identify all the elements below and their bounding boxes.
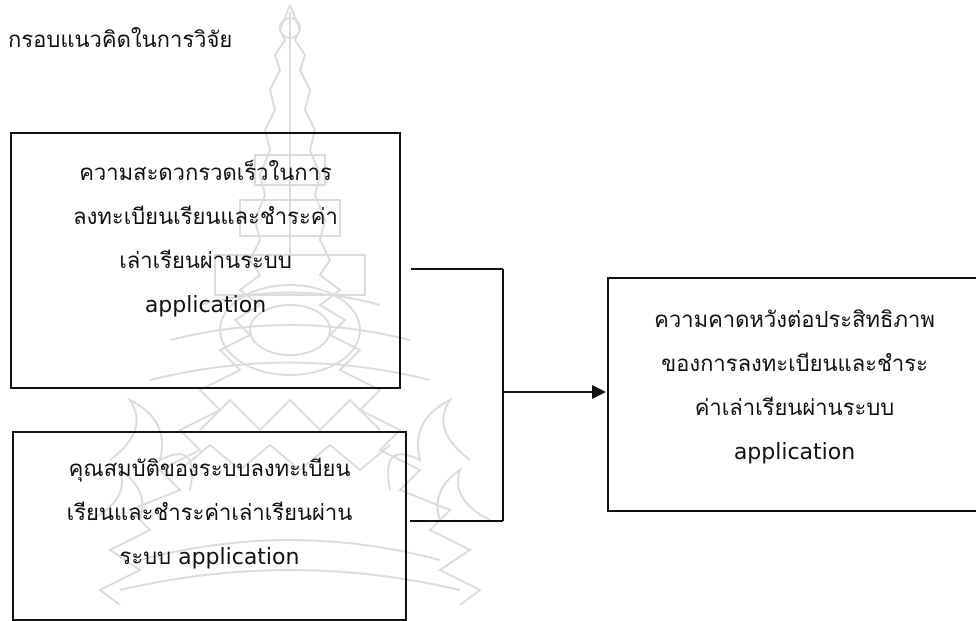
box-line: application — [144, 293, 267, 318]
box-line: ระบบ application — [119, 545, 300, 570]
box-line: ของการลงทะเบียนและชำระ — [661, 352, 928, 377]
box-line: เรียนและชำระค่าเล่าเรียนผ่าน — [66, 501, 353, 526]
box-line: ลงทะเบียนเรียนและชำระค่า — [73, 205, 338, 230]
box-line: application — [733, 440, 856, 465]
factor-box-system-features-text: คุณสมบัติของระบบลงทะเบียน เรียนและชำระค่… — [14, 448, 405, 580]
box-line: ความสะดวกรวดเร็วในการ — [79, 161, 332, 186]
box-line: ค่าเล่าเรียนผ่านระบบ — [694, 396, 895, 421]
factor-box-convenience-text: ความสะดวกรวดเร็วในการ ลงทะเบียนเรียนและช… — [12, 152, 399, 328]
outcome-box-expectation-text: ความคาดหวังต่อประสิทธิภาพ ของการลงทะเบีย… — [609, 299, 976, 475]
connector-lines — [410, 268, 606, 522]
arrowhead-icon — [592, 385, 606, 399]
box-line: เล่าเรียนผ่านระบบ — [119, 249, 292, 274]
outcome-box-expectation: ความคาดหวังต่อประสิทธิภาพ ของการลงทะเบีย… — [607, 277, 976, 512]
page-title: กรอบแนวคิดในการวิจัย — [8, 28, 233, 53]
box-line: คุณสมบัติของระบบลงทะเบียน — [68, 457, 351, 482]
factor-box-convenience: ความสะดวกรวดเร็วในการ ลงทะเบียนเรียนและช… — [10, 132, 401, 389]
box-line: ความคาดหวังต่อประสิทธิภาพ — [654, 308, 935, 333]
